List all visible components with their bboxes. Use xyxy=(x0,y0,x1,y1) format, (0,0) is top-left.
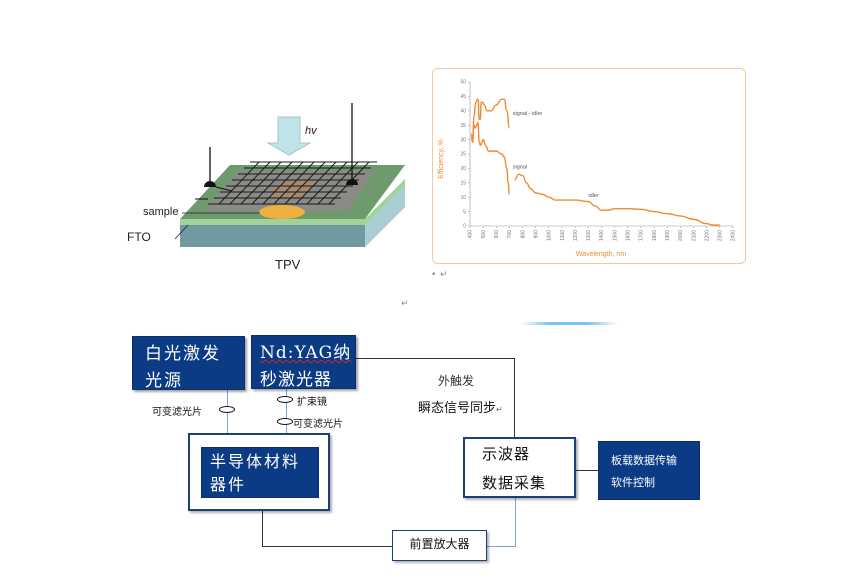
oscilloscope-box: 示波器 数据采集 xyxy=(463,437,576,498)
substrate-front xyxy=(180,225,365,247)
beam-expander-label: 扩束镜 xyxy=(297,397,327,408)
x-tick-label: 1000 xyxy=(547,230,553,241)
light-label: hv xyxy=(305,125,317,137)
series-label-signal: signal xyxy=(513,164,527,170)
x-tick-label: 2100 xyxy=(691,230,697,241)
substrate-right xyxy=(365,185,405,247)
y-tick-label: 40 xyxy=(460,109,466,115)
y-tick-label: 35 xyxy=(460,123,466,129)
white-light-source-line1: 白光激发 xyxy=(145,344,221,364)
series-label-idler: idler xyxy=(588,193,599,199)
white-light-beam xyxy=(227,390,228,448)
y-tick-label: 25 xyxy=(460,152,466,158)
y-tick-label: 10 xyxy=(460,195,466,201)
x-tick-label: 2200 xyxy=(704,230,710,241)
filter-lens-icon xyxy=(277,418,293,425)
efficiency-chart-card: 0 5 10 15 20 25 30 35 40 45 50 400 500 600 700 800 900 1… xyxy=(432,68,746,264)
variable-filter-right-label: 可变滤光片 xyxy=(293,419,343,430)
onboard-software-line1: 板载数据传输 xyxy=(611,454,677,467)
variable-filter-left-label: 可变滤光片 xyxy=(152,407,202,418)
decorative-blue-line xyxy=(520,322,618,325)
amp-to-oscilloscope-line xyxy=(487,546,516,547)
semiconductor-device-line2: 器件 xyxy=(210,475,247,494)
tpv-device-drawing xyxy=(174,103,405,247)
filter-lens-icon xyxy=(219,406,235,413)
y-tick-label: 0 xyxy=(463,224,466,230)
efficiency-chart: 0 5 10 15 20 25 30 35 40 45 50 400 500 600 700 800 900 1… xyxy=(438,80,737,258)
beam-expander-lens-icon xyxy=(277,396,293,403)
white-light-source-line2: 光源 xyxy=(145,371,183,391)
x-tick-label: 2000 xyxy=(678,230,684,241)
bullet-mark: • xyxy=(431,270,437,280)
semiconductor-device-line1: 半导体材料 xyxy=(210,452,301,471)
ndyag-laser-line1: Nd:YAG纳 xyxy=(260,343,352,363)
x-tick-label: 1600 xyxy=(626,230,632,241)
ndyag-laser-line2: 秒激光器 xyxy=(260,370,332,390)
fto-leader xyxy=(174,224,189,240)
y-tick-label: 50 xyxy=(460,80,466,86)
chart-series xyxy=(470,98,720,226)
x-tick-label: 800 xyxy=(520,230,526,239)
y-axis-title: Efficiency, % xyxy=(438,139,445,178)
x-tick-label: 1700 xyxy=(639,230,645,241)
y-tick-label: 20 xyxy=(460,166,466,172)
y-tick-label: 45 xyxy=(460,94,466,100)
y-tick-label: 5 xyxy=(463,209,466,215)
y-tick-label: 15 xyxy=(460,181,466,187)
x-tick-label: 700 xyxy=(507,230,513,239)
transient-sync-label: 瞬态信号同步↵ xyxy=(418,401,503,416)
laser-to-trigger-line xyxy=(356,358,515,359)
external-trigger-label: 外触发 xyxy=(438,374,475,388)
tpv-device-illustration: hv sample FTO TPV xyxy=(120,95,420,280)
preamplifier-box: 前置放大器 xyxy=(392,530,487,561)
oscilloscope-line1: 示波器 xyxy=(482,445,531,463)
sample-spot xyxy=(259,205,305,219)
x-tick-label: 900 xyxy=(533,230,539,239)
x-tick-label: 600 xyxy=(494,230,500,239)
series-line-signal-idler xyxy=(470,98,511,144)
x-tick-label: 1900 xyxy=(665,230,671,241)
oscilloscope-line2: 数据采集 xyxy=(482,474,547,492)
white-light-source-box: 白光激发 光源 xyxy=(132,336,245,391)
device-to-amp-line xyxy=(262,511,263,547)
device-to-amp-line-h xyxy=(262,546,392,547)
y-ticks: 0 5 10 15 20 25 30 35 40 45 50 xyxy=(460,80,470,230)
sample-label: sample xyxy=(143,206,179,218)
right-probe-contact xyxy=(346,179,358,185)
x-tick-label: 2300 xyxy=(718,230,724,241)
onboard-software-box: 板载数据传输 软件控制 xyxy=(598,441,700,500)
series-line-signal xyxy=(470,121,511,196)
tpv-caption: TPV xyxy=(275,257,301,272)
x-tick-label: 1200 xyxy=(573,230,579,241)
semiconductor-device-box: 半导体材料 器件 xyxy=(201,447,319,498)
x-tick-label: 1500 xyxy=(612,230,618,241)
x-tick-label: 1800 xyxy=(652,230,658,241)
return-mark: ↵ xyxy=(401,299,409,309)
fto-layer xyxy=(180,179,405,225)
light-arrow-icon xyxy=(266,116,312,156)
y-tick-label: 30 xyxy=(460,137,466,143)
electrode-grid xyxy=(208,161,377,205)
x-tick-label: 2400 xyxy=(731,230,737,241)
ndyag-laser-box: Nd:YAG纳 秒激光器 xyxy=(251,335,356,390)
oscilloscope-to-software-line xyxy=(576,470,598,471)
onboard-software-line2: 软件控制 xyxy=(611,476,655,489)
series-label-signal-idler: signal - idler xyxy=(513,111,543,117)
x-axis-title: Wavelength, nm xyxy=(576,251,626,258)
preamplifier-label: 前置放大器 xyxy=(409,537,470,551)
x-tick-label: 500 xyxy=(481,230,487,239)
fto-label: FTO xyxy=(127,230,151,244)
trigger-to-oscilloscope-line xyxy=(514,358,515,438)
left-probe-contact xyxy=(204,181,216,187)
x-tick-label: 1100 xyxy=(560,230,566,241)
chart-axes xyxy=(469,82,733,227)
return-mark: ↵ xyxy=(440,270,448,280)
amp-to-oscilloscope-line-v xyxy=(515,498,516,547)
x-ticks: 400 500 600 700 800 900 1000 1100 1200 1300 1400 15… xyxy=(468,226,737,241)
x-tick-label: 400 xyxy=(468,230,474,239)
x-tick-label: 1400 xyxy=(599,230,605,241)
series-line-idler xyxy=(514,173,720,226)
x-tick-label: 1300 xyxy=(586,230,592,241)
